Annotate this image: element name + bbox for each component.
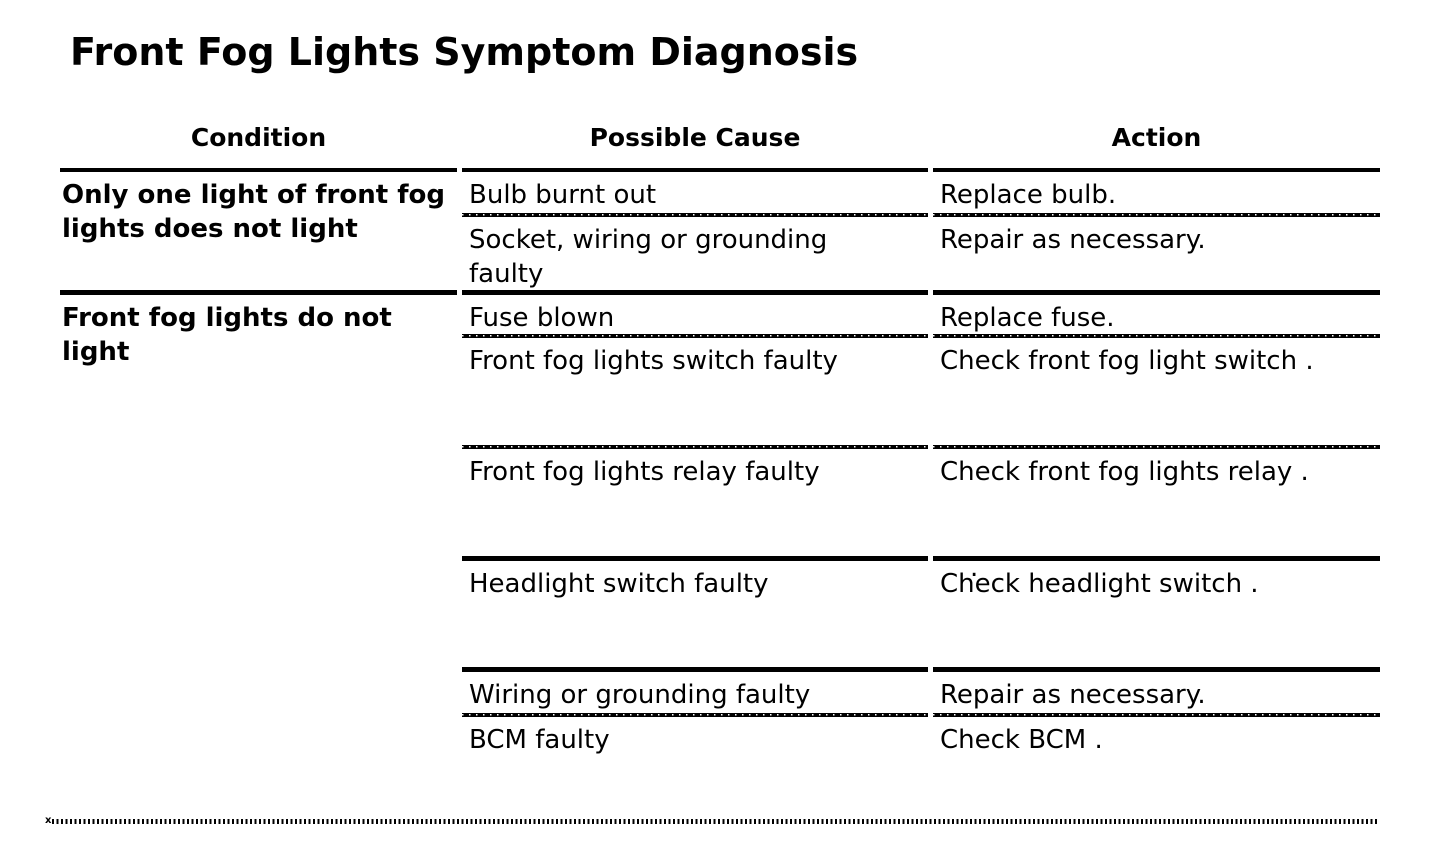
dash-line-lead-mark: x: [45, 815, 52, 826]
cause-cell: Front fog lights switch faulty: [462, 338, 928, 449]
column-header-condition: Condition: [60, 110, 457, 172]
action-cell: Check BCM .: [940, 725, 1103, 755]
symptom-diagnosis-table: Condition Possible Cause Action Only one…: [60, 110, 1380, 791]
action-cell: Check headlight switch .: [933, 561, 1380, 672]
page-title: Front Fog Lights Symptom Diagnosis: [70, 30, 859, 74]
action-cell: Check front fog light switch .: [933, 338, 1380, 449]
action-cell: Replace bulb.: [933, 172, 1380, 217]
cause-cell: Socket, wiring or grounding faulty: [462, 217, 928, 295]
column-header-possible-cause: Possible Cause: [462, 110, 928, 172]
action-cell: Repair as necessary.: [933, 217, 1380, 295]
cause-cell: Wiring or grounding faulty: [462, 672, 928, 717]
action-cell: Check front fog lights relay .: [933, 449, 1380, 561]
column-header-action: Action: [933, 110, 1380, 172]
cause-cell: Fuse blown: [462, 295, 928, 338]
condition-cell: Only one light of front fog lights does …: [60, 172, 457, 295]
cause-cell: Front fog lights relay faulty: [462, 449, 928, 561]
stray-period-artifact: .: [970, 553, 979, 583]
cause-cell: BCM faulty: [469, 725, 610, 755]
cause-cell: Headlight switch faulty: [462, 561, 928, 672]
action-cell: Replace fuse.: [933, 295, 1380, 338]
condition-cell: Front fog lights do not light: [62, 303, 392, 367]
cause-cell: Bulb burnt out: [462, 172, 928, 217]
action-cell: Repair as necessary.: [933, 672, 1380, 717]
